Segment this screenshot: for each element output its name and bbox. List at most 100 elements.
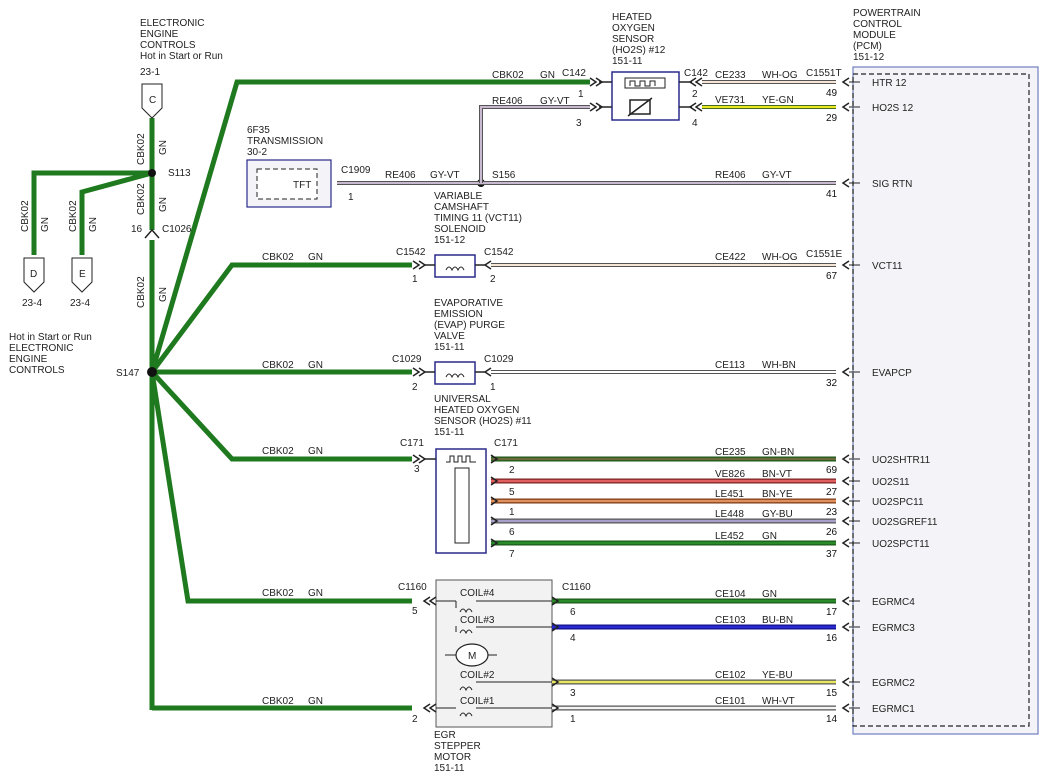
svg-text:5: 5	[412, 606, 418, 617]
svg-text:CONTROLS: CONTROLS	[140, 40, 196, 51]
svg-text:151-11: 151-11	[434, 763, 465, 774]
svg-text:COIL#2: COIL#2	[460, 670, 495, 681]
pcm-signal-uo2sgref11: UO2SGREF11	[872, 517, 938, 528]
pcm-pin-26: 26	[826, 527, 838, 538]
wire-circuit-label: CE235	[715, 447, 746, 458]
heater-symbol	[624, 77, 666, 89]
svg-text:2: 2	[692, 89, 698, 100]
wire-cbk02-top-color: GN	[540, 70, 555, 81]
svg-text:6F35: 6F35	[247, 125, 270, 136]
ce233-circuit: CE233	[715, 70, 746, 81]
ce113-circuit: CE113	[715, 360, 745, 371]
c1909-pin: 1	[348, 192, 354, 203]
ho2s12: HEATED OXYGEN SENSOR (HO2S) #12 151-11 C…	[562, 12, 708, 129]
pcm-conn-t: C1551T	[806, 68, 842, 79]
wire-color-label: BU-BN	[762, 615, 793, 626]
pcm-pin-41: 41	[826, 189, 838, 200]
vct-solenoid: VARIABLE CAMSHAFT TIMING 11 (VCT11) SOLE…	[396, 191, 522, 285]
pcm-arrow	[841, 454, 850, 464]
pcm-label-5: 151-12	[853, 52, 885, 63]
evap-arrows	[412, 367, 492, 377]
svg-text:2: 2	[412, 382, 418, 393]
svg-text:C1542: C1542	[484, 247, 514, 258]
wire-circuit-label: LE452	[715, 531, 744, 542]
svg-text:Hot in Start or Run: Hot in Start or Run	[140, 51, 223, 62]
pcm-pin-49: 49	[826, 88, 838, 99]
connector-d-label: D	[30, 269, 37, 280]
svg-text:1: 1	[490, 382, 496, 393]
uho2s-arrows	[412, 454, 436, 464]
wire-label-main-color: GN	[158, 287, 169, 302]
svg-text:UNIVERSAL: UNIVERSAL	[434, 394, 491, 405]
component-pin: 5	[509, 487, 515, 498]
re406-t-circuit: RE406	[385, 170, 416, 181]
svg-text:151-11: 151-11	[434, 342, 465, 353]
transmission: 6F35 TRANSMISSION 30-2 TFT C1909 1	[246, 125, 371, 208]
connector-arrow	[490, 538, 499, 548]
svg-text:4: 4	[692, 118, 698, 129]
pcm-pin-37: 37	[826, 549, 838, 560]
connector-d	[23, 257, 45, 293]
wire-d-color: GN	[40, 217, 51, 232]
svg-text:3: 3	[576, 118, 582, 129]
pcm-label-3: MODULE	[853, 30, 896, 41]
pcm-arrow	[841, 476, 850, 486]
svg-text:CONTROLS: CONTROLS	[9, 365, 65, 376]
connector-e	[71, 257, 93, 293]
wire-circuit-label: VE826	[715, 469, 745, 480]
ve731-circuit: VE731	[715, 95, 745, 106]
svg-text:STEPPER: STEPPER	[434, 741, 481, 752]
pcm-arrow	[841, 538, 850, 548]
svg-text:C1160: C1160	[398, 582, 427, 593]
pcm-arrow	[841, 178, 850, 188]
pcm-arrow	[841, 260, 850, 270]
component-pin: 3	[570, 688, 576, 699]
wire-circuit-label: LE451	[715, 489, 744, 500]
egr-wire5-color: GN	[308, 588, 323, 599]
sensor-symbol	[629, 99, 651, 115]
connector-arrow	[551, 622, 560, 632]
connector-c	[141, 83, 163, 119]
wire-label-main-circuit: CBK02	[136, 276, 147, 308]
svg-text:TIMING 11 (VCT11): TIMING 11 (VCT11)	[434, 213, 522, 224]
pcm-signal-uo2spct11: UO2SPCT11	[872, 539, 930, 550]
wire-color-label: GN	[762, 589, 777, 600]
vct-wire-color: GN	[308, 252, 323, 263]
re406-pcm-circuit: RE406	[715, 170, 746, 181]
svg-text:HEATED OXYGEN: HEATED OXYGEN	[434, 405, 519, 416]
wire-circuit-label: CE103	[715, 615, 746, 626]
pcm-arrow	[841, 677, 850, 687]
component-pin: 1	[570, 714, 576, 725]
evap-wire-color: GN	[308, 360, 323, 371]
svg-text:EMISSION: EMISSION	[434, 309, 483, 320]
svg-text:EGR: EGR	[434, 730, 456, 741]
component-pin: 6	[570, 607, 576, 618]
c1026-pin: 16	[131, 224, 143, 235]
pcm-pin-15: 15	[826, 688, 838, 699]
uho2s-wire-circuit: CBK02	[262, 446, 294, 457]
wire-e-color: GN	[88, 217, 99, 232]
pcm-signal-uo2s11: UO2S11	[872, 477, 910, 488]
tft-label: TFT	[293, 180, 311, 191]
svg-text:ENGINE: ENGINE	[9, 354, 48, 365]
svg-text:HEATED: HEATED	[612, 12, 652, 23]
pcm-module: POWERTRAIN CONTROL MODULE (PCM) 151-12 C…	[806, 8, 1039, 735]
pcm-arrow	[841, 596, 850, 606]
connector-arrow	[551, 596, 560, 606]
pcm-arrow	[841, 102, 850, 112]
uho2s-wire-color: GN	[308, 446, 323, 457]
pcm-pin-67: 67	[826, 271, 838, 282]
svg-text:EVAPORATIVE: EVAPORATIVE	[434, 298, 503, 309]
pcm-signal-ho2s-12: HO2S 12	[872, 103, 914, 114]
connector-arrow	[490, 496, 499, 506]
evap-wire-circuit: CBK02	[262, 360, 294, 371]
wire-color-label: YE-BU	[762, 670, 793, 681]
wire-cbk02-top-circuit: CBK02	[492, 70, 524, 81]
egr-wire2-circuit: CBK02	[262, 696, 294, 707]
pcm-pin-32: 32	[826, 378, 838, 389]
wire-color-label: BN-YE	[762, 489, 793, 500]
svg-text:1: 1	[578, 89, 584, 100]
wire-color-label: BN-VT	[762, 469, 792, 480]
